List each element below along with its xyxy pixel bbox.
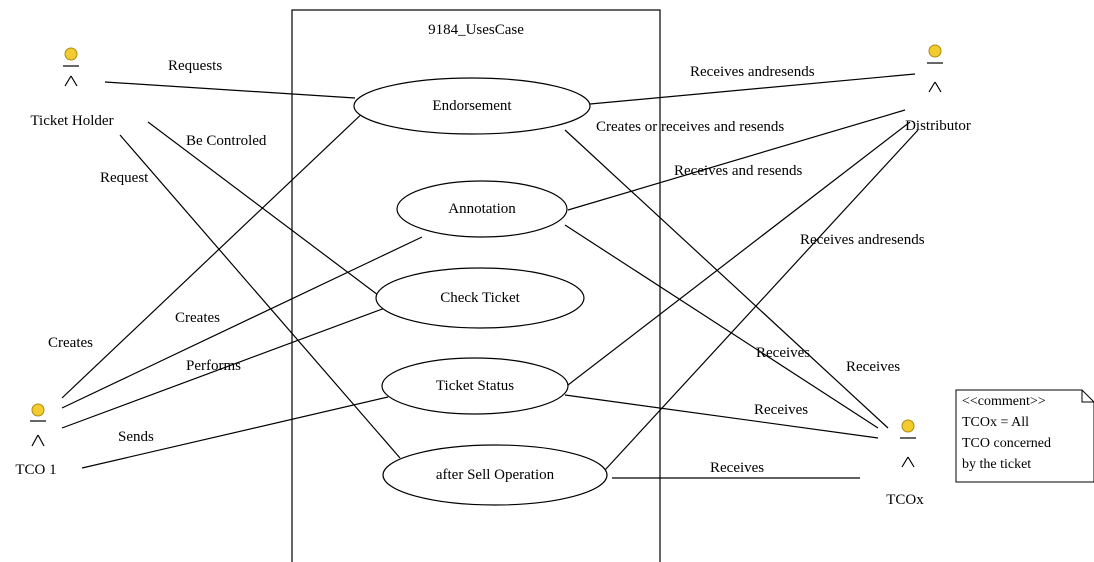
actor-tco1[interactable]: TCO 1 xyxy=(15,403,57,478)
actor-leg-right xyxy=(70,75,78,87)
actor-head-icon xyxy=(901,419,915,433)
note-line: TCO concerned xyxy=(962,436,1051,451)
note-fold-corner xyxy=(1081,390,1094,403)
actor-leg-right xyxy=(907,456,915,468)
system-boundary xyxy=(291,9,661,562)
assoc-label: Creates xyxy=(48,335,93,351)
actor-head-icon xyxy=(64,47,78,61)
actor-leg-left xyxy=(31,434,39,447)
assoc-label: Receives andresends xyxy=(690,64,815,80)
note-line: <<comment>> xyxy=(962,394,1046,409)
actor-leg-right xyxy=(934,81,942,93)
use-case-label: after Sell Operation xyxy=(436,467,555,483)
actor-leg-right xyxy=(37,434,45,447)
actor-distributor[interactable]: Distributor xyxy=(905,44,971,134)
assoc-label: Receives xyxy=(846,359,900,375)
assoc-tcox-endorsement xyxy=(564,129,889,429)
actor-tcox[interactable]: TCOx xyxy=(886,419,924,508)
actor-label: TCO 1 xyxy=(15,462,56,478)
assoc-label: Requests xyxy=(168,58,222,74)
assoc-tco1-ticketstatus xyxy=(81,396,389,469)
association-lines xyxy=(61,73,919,479)
assoc-label: Receives xyxy=(710,460,764,476)
actor-ticket-holder[interactable]: Ticket Holder xyxy=(30,47,114,129)
use-case-label: Check Ticket xyxy=(440,290,520,306)
assoc-ticketholder-endorsement xyxy=(104,81,356,99)
assoc-label: Creates xyxy=(175,310,220,326)
assoc-distributor-endorsement xyxy=(589,73,916,105)
actor-label: Ticket Holder xyxy=(30,113,113,129)
use-case-check-ticket[interactable]: Check Ticket xyxy=(375,267,585,329)
system-title: 9184_UsesCase xyxy=(428,22,524,38)
use-case-ellipse xyxy=(382,444,608,506)
actor-head-icon xyxy=(31,403,45,417)
actor-label: TCOx xyxy=(886,492,924,508)
assoc-label: Request xyxy=(100,170,149,186)
actor-leg-left xyxy=(901,456,909,468)
actor-leg-left xyxy=(64,75,72,87)
use-case-label: Annotation xyxy=(448,201,516,217)
assoc-label: Be Controled xyxy=(186,133,267,149)
assoc-distributor-annotation xyxy=(567,109,906,211)
assoc-label: Receives andresends xyxy=(800,232,925,248)
note-line: TCOx = All xyxy=(962,415,1029,430)
assoc-label: Creates or receives and resends xyxy=(596,119,784,135)
actor-label: Distributor xyxy=(905,118,971,134)
assoc-tcox-ticketstatus xyxy=(564,394,879,439)
comment-note: <<comment>> TCOx = All TCO concerned by … xyxy=(955,389,1094,483)
assoc-label: Receives and resends xyxy=(674,163,802,179)
assoc-tco1-endorsement xyxy=(61,107,369,399)
assoc-distributor-ticketstatus xyxy=(567,121,911,386)
use-case-ellipse xyxy=(375,267,585,329)
assoc-label: Sends xyxy=(118,429,154,445)
assoc-label: Receives xyxy=(754,402,808,418)
assoc-ticketholder-checkticket xyxy=(147,121,383,299)
association-labels: Requests Be Controled Request Receives a… xyxy=(48,58,925,476)
assoc-tcox-annotation xyxy=(564,224,879,429)
actor-head-icon xyxy=(928,44,942,58)
actor-leg-left xyxy=(928,81,936,93)
use-case-ellipse xyxy=(353,77,591,135)
use-case-after-sell-operation[interactable]: after Sell Operation xyxy=(382,444,608,506)
note-line: by the ticket xyxy=(962,457,1031,472)
assoc-label: Performs xyxy=(186,358,241,374)
use-case-ellipse xyxy=(396,180,568,238)
use-case-label: Endorsement xyxy=(432,98,512,114)
assoc-distributor-aftersell xyxy=(604,129,919,471)
assoc-ticketholder-aftersell xyxy=(119,134,401,459)
assoc-tco1-annotation xyxy=(61,236,423,409)
use-case-annotation[interactable]: Annotation xyxy=(396,180,568,238)
assoc-label: Receives xyxy=(756,345,810,361)
use-case-label: Ticket Status xyxy=(436,378,514,394)
use-case-endorsement[interactable]: Endorsement xyxy=(353,77,591,135)
note-shape xyxy=(955,389,1094,483)
assoc-tco1-checkticket xyxy=(61,307,386,429)
use-case-ticket-status[interactable]: Ticket Status xyxy=(381,357,569,415)
use-case-ellipse xyxy=(381,357,569,415)
